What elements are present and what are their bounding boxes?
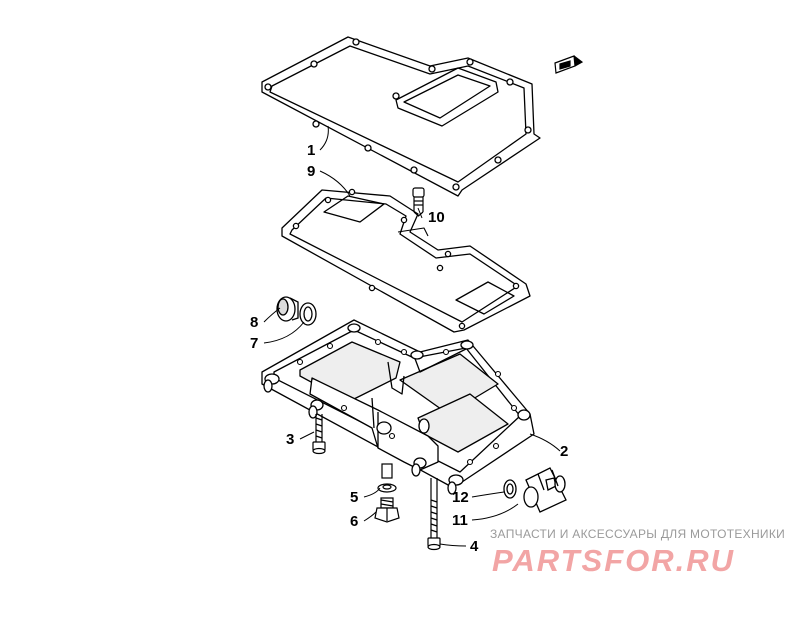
callout-2: 2 — [560, 443, 569, 460]
washer-part — [377, 463, 397, 493]
callout-10: 10 — [428, 209, 445, 226]
callout-11: 11 — [452, 512, 468, 529]
fitting-o-ring-part — [503, 479, 517, 499]
o-ring-part — [299, 302, 317, 326]
callout-7: 7 — [250, 335, 259, 352]
direction-arrow-icon — [554, 55, 584, 74]
watermark-caption: ЗАПЧАСТИ И АКСЕССУАРЫ ДЛЯ МОТОТЕХНИКИ — [490, 527, 786, 541]
callout-3: 3 — [286, 431, 295, 448]
callout-9: 9 — [307, 163, 316, 180]
callout-12: 12 — [452, 489, 469, 506]
callout-8: 8 — [250, 314, 259, 331]
watermark-logo: PARTSFOR.RU — [492, 543, 735, 577]
small-bolt-part — [412, 187, 425, 217]
long-bolt-part-4 — [427, 478, 441, 551]
gasket-middle-part — [281, 188, 531, 333]
callout-1: 1 — [307, 142, 316, 159]
leader-lines — [263, 125, 561, 547]
callout-4: 4 — [470, 538, 479, 555]
oil-pan-part — [261, 319, 535, 495]
plug-part — [276, 296, 299, 322]
drain-plug-part — [374, 497, 400, 523]
gasket-top-part — [261, 36, 541, 197]
callout-6: 6 — [350, 513, 359, 530]
callout-5: 5 — [350, 489, 359, 506]
hose-fitting-part — [523, 467, 567, 513]
watermark-logo-text: PARTSFOR.RU — [492, 543, 735, 577]
long-bolt-part-3 — [312, 414, 326, 455]
